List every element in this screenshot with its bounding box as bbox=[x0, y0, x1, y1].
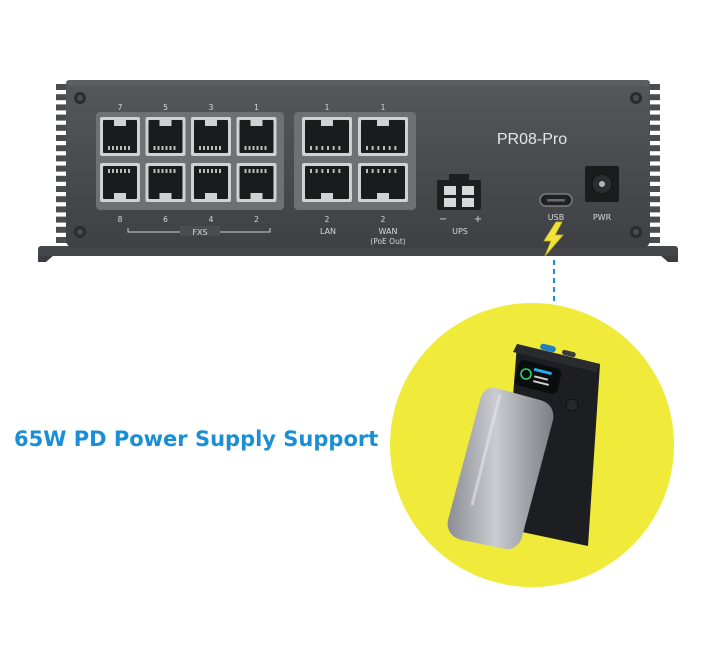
wan-label: WAN bbox=[379, 227, 398, 236]
rj-port bbox=[191, 117, 231, 156]
fin bbox=[56, 175, 68, 182]
rj-port bbox=[302, 117, 352, 156]
rj-port bbox=[191, 163, 231, 202]
fxs-ports bbox=[100, 117, 277, 202]
rj-port bbox=[358, 117, 408, 156]
usb-label: USB bbox=[548, 213, 564, 222]
port-number: 1 bbox=[381, 103, 386, 112]
heatsink-fins-left bbox=[56, 84, 68, 243]
lan-label: LAN bbox=[320, 227, 336, 236]
fin bbox=[648, 84, 660, 90]
port-number: 7 bbox=[118, 103, 123, 112]
rj-port bbox=[100, 163, 140, 202]
rj-port bbox=[236, 163, 277, 202]
fin bbox=[648, 114, 660, 121]
ups-minus: − bbox=[439, 214, 447, 225]
fin bbox=[56, 165, 68, 172]
heatsink-fins-right bbox=[648, 84, 660, 243]
port-number: 2 bbox=[325, 215, 330, 224]
port-number: 4 bbox=[209, 215, 214, 224]
fin bbox=[56, 84, 68, 90]
power-bank-button bbox=[565, 398, 579, 412]
dc-power-jack bbox=[585, 166, 619, 202]
port-number: 3 bbox=[209, 103, 214, 112]
pwr-label: PWR bbox=[593, 213, 612, 222]
ups-connector bbox=[437, 174, 481, 210]
lan-ports bbox=[302, 117, 408, 202]
screw-icon bbox=[74, 92, 642, 238]
usb-c-port bbox=[539, 193, 573, 207]
port-number: 1 bbox=[325, 103, 330, 112]
fin bbox=[648, 226, 660, 233]
fxs-group-label: FXS bbox=[192, 228, 207, 237]
model-name: PR08-Pro bbox=[497, 131, 567, 148]
fin bbox=[648, 237, 660, 243]
port-number: 1 bbox=[254, 103, 259, 112]
fin bbox=[56, 216, 68, 223]
port-number: 8 bbox=[118, 215, 123, 224]
fin bbox=[56, 155, 68, 162]
fin bbox=[648, 206, 660, 213]
fin bbox=[56, 226, 68, 233]
fin bbox=[56, 206, 68, 213]
fin bbox=[648, 196, 660, 203]
fin bbox=[56, 104, 68, 111]
fin bbox=[56, 135, 68, 141]
headline-text: 65W PD Power Supply Support bbox=[14, 427, 378, 451]
fin bbox=[648, 94, 660, 101]
fxs-top-numbers: 7 5 3 1 bbox=[118, 103, 260, 112]
fin bbox=[56, 124, 68, 131]
fin bbox=[648, 186, 660, 192]
fin bbox=[648, 175, 660, 182]
fin bbox=[648, 216, 660, 223]
fxs-bottom-numbers: 8 6 4 2 bbox=[118, 215, 260, 224]
port-number: 2 bbox=[254, 215, 259, 224]
power-bank-display bbox=[514, 360, 562, 394]
rj-port bbox=[358, 163, 408, 202]
port-number: 2 bbox=[381, 215, 386, 224]
fin bbox=[56, 114, 68, 121]
fin bbox=[56, 94, 68, 101]
lightning-bolt-icon bbox=[543, 221, 564, 257]
fin bbox=[648, 124, 660, 131]
port-number: 5 bbox=[163, 103, 168, 112]
fin bbox=[648, 155, 660, 162]
fin bbox=[56, 186, 68, 192]
fin bbox=[648, 135, 660, 141]
port-number: 6 bbox=[163, 215, 168, 224]
fin bbox=[648, 145, 660, 152]
power-bank bbox=[447, 343, 600, 550]
rj-port bbox=[302, 163, 352, 202]
rj-port bbox=[145, 163, 186, 202]
power-bank-usb-port bbox=[540, 343, 556, 353]
ups-label: UPS bbox=[452, 227, 468, 236]
wan-sublabel: (PoE Out) bbox=[370, 237, 405, 246]
ups-plus: + bbox=[474, 214, 482, 225]
fin bbox=[56, 145, 68, 152]
rj-port bbox=[145, 117, 186, 156]
fin bbox=[648, 104, 660, 111]
fin bbox=[56, 237, 68, 243]
rj-port bbox=[100, 117, 140, 156]
rj-port bbox=[236, 117, 277, 156]
fin bbox=[648, 165, 660, 172]
fin bbox=[56, 196, 68, 203]
